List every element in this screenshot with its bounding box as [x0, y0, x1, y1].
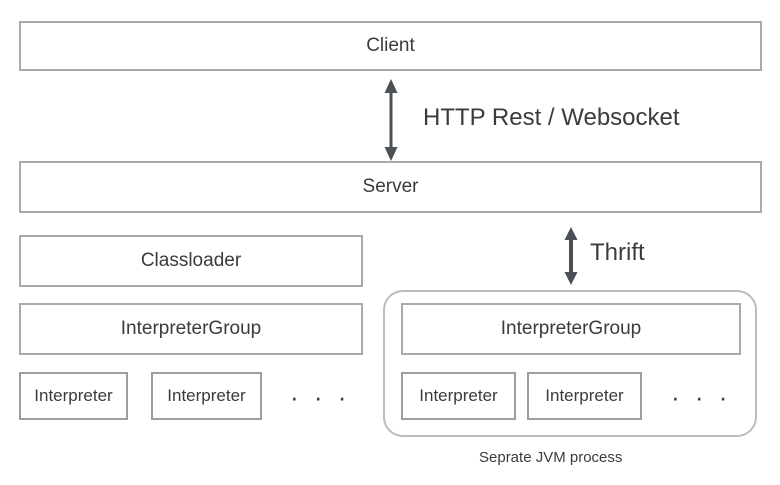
- ellipsis-right: · · ·: [671, 382, 732, 412]
- node-interpreter-left-1: Interpreter: [19, 372, 128, 420]
- node-interpreter-right-1: Interpreter: [401, 372, 516, 420]
- node-client: Client: [19, 21, 762, 71]
- node-interpreter-left-2: Interpreter: [151, 372, 262, 420]
- node-interpreter-group-left: InterpreterGroup: [19, 303, 363, 355]
- caption-separate-jvm-process: Seprate JVM process: [479, 449, 623, 466]
- ellipsis-left: · · ·: [290, 382, 351, 412]
- label-http-rest-websocket: HTTP Rest / Websocket: [423, 104, 680, 131]
- label-thrift: Thrift: [590, 239, 645, 266]
- arrow-client-server: [384, 79, 398, 161]
- node-classloader: Classloader: [19, 235, 363, 287]
- node-interpreter-right-2: Interpreter: [527, 372, 642, 420]
- arrow-server-jvm: [564, 227, 578, 285]
- node-server: Server: [19, 161, 762, 213]
- node-interpreter-group-right: InterpreterGroup: [401, 303, 741, 355]
